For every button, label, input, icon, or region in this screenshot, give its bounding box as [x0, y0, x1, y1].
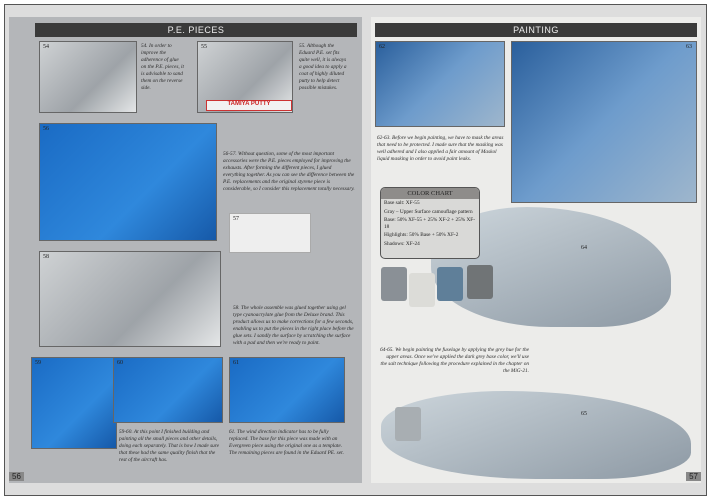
left-page: P.E. PIECES 54 54. In order to improve t… [9, 17, 362, 483]
photo-62: 62 [375, 41, 505, 127]
photo-60: 60 [113, 357, 223, 423]
photo-number: 63 [686, 44, 692, 50]
page-number: 57 [686, 472, 701, 481]
caption-61: 61. The wind direction indicator has to … [229, 429, 344, 456]
photo-63: 63 [511, 41, 697, 203]
color-chart-line: Base salt: XF-55 [384, 200, 420, 206]
paint-jar [409, 273, 435, 307]
section-header: PAINTING [375, 23, 697, 37]
paint-jar [467, 265, 493, 299]
caption-54: 54. In order to improve the adherence of… [141, 43, 185, 91]
photo-58: 58 [39, 251, 221, 347]
photo-56: 56 [39, 123, 217, 241]
caption-64-65: 64-65. We begin painting the fuselage by… [380, 347, 529, 374]
photo-61: 61 [229, 357, 345, 423]
putty-tube: TAMIYA PUTTY [206, 100, 292, 111]
caption-55: 55. Although the Eduard P.E. set fits qu… [299, 43, 347, 91]
color-chart: COLOR CHART Base salt: XF-55 Gray – Uppe… [380, 187, 480, 259]
photo-number: 58 [43, 254, 49, 260]
photo-number: 56 [43, 126, 49, 132]
photo-65-harrier: 65 [381, 391, 691, 479]
right-page: PAINTING 62 63 62-63. Before we begin pa… [371, 17, 701, 483]
caption-58: 58. The whole assemble was glued togethe… [233, 305, 354, 346]
photo-number: 57 [233, 216, 239, 222]
color-chart-title: COLOR CHART [381, 188, 479, 199]
photo-number: 55 [201, 44, 207, 50]
color-chart-line: Shadows: XF-24 [384, 240, 420, 247]
photo-54: 54 [39, 41, 137, 113]
photo-number: 62 [379, 44, 385, 50]
photo-number: 60 [117, 360, 123, 366]
magazine-spread: P.E. PIECES 54 54. In order to improve t… [4, 4, 707, 496]
caption-62-63: 62-63. Before we begin painting, we have… [377, 135, 504, 162]
photo-number: 65 [581, 411, 587, 417]
page-number: 56 [9, 472, 24, 481]
color-chart-line: Base: 50% XF-55 + 25% XF-2 + 25% XF-18 [384, 217, 476, 230]
photo-number: 54 [43, 44, 49, 50]
color-chart-line: Gray – Upper Surface camouflage pattern [384, 208, 473, 215]
photo-number: 61 [233, 360, 239, 366]
paint-jar [437, 267, 463, 301]
photo-number: 59 [35, 360, 41, 366]
photo-59: 59 [31, 357, 117, 449]
photo-57: 57 [229, 213, 311, 253]
photo-55: 55 TAMIYA PUTTY [197, 41, 293, 113]
caption-59-60: 59-60. At this point I finished building… [119, 429, 219, 463]
caption-56-57: 56-57. Without question, some of the mos… [223, 151, 355, 192]
section-header: P.E. PIECES [35, 23, 357, 37]
paint-jar [395, 407, 421, 441]
photo-number: 64 [581, 245, 587, 251]
paint-jar [381, 267, 407, 301]
color-chart-line: Highlights: 50% Base + 50% XF-2 [384, 232, 459, 238]
